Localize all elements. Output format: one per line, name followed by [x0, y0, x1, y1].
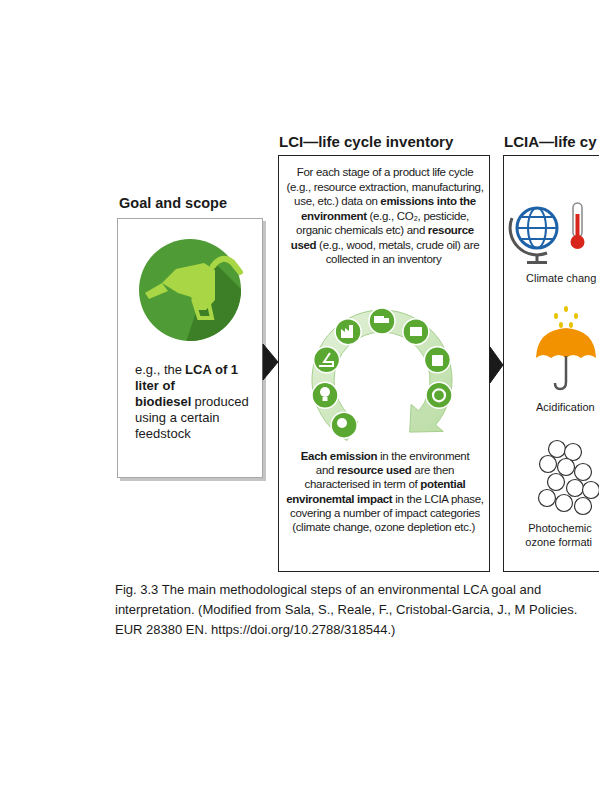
text-group: Photochemic ozone formati	[523, 521, 597, 549]
climate-change-icon	[517, 208, 557, 248]
life-cycle-stage-icon	[410, 327, 422, 336]
life-cycle-stage-icon	[314, 347, 340, 373]
box-heading: LCIA—life cy	[504, 133, 597, 150]
text-group: e.g., theLCA of 1 liter of biodieselprod…	[135, 362, 261, 442]
life-cycle-ring	[312, 310, 452, 441]
climate-change-icon	[536, 254, 539, 262]
ozone-formation-icon	[549, 441, 566, 458]
box-text: e.g., the	[135, 362, 182, 377]
acidification-icon	[536, 328, 596, 358]
ozone-formation-icon	[565, 444, 582, 461]
ozone-formation-icon	[558, 459, 575, 476]
box-text: Photochemic ozone formati	[525, 522, 592, 548]
acidification-icon	[574, 313, 578, 319]
figure-caption: Fig. 3.3 The main methodological steps o…	[115, 580, 599, 640]
life-cycle-stage-icon	[312, 382, 338, 408]
ozone-formation-icon	[539, 490, 556, 507]
acidification-icon	[569, 322, 573, 328]
box-text: Acidification	[536, 401, 595, 413]
climate-change-icon	[571, 235, 585, 249]
phase-box: LCI—life cycle inventoryFor each stage o…	[278, 155, 490, 572]
ozone-formation-icon	[548, 474, 565, 491]
box-text: (e.g., wood, metals, crude oil) are coll…	[319, 239, 479, 266]
text-group: For each stage of a product life cycle (…	[286, 165, 484, 267]
acidification-icon	[555, 356, 566, 389]
flow-arrow	[490, 347, 503, 383]
box-heading: LCI—life cycle inventory	[279, 133, 453, 150]
life-cycle-stage-icon	[320, 387, 330, 397]
life-cycle-stage-icon	[432, 355, 443, 366]
phase-box: LCIA—life cyClimate changAcidificationPh…	[503, 155, 599, 572]
acidification-icon	[536, 306, 596, 389]
life-cycle-stage-icon	[337, 418, 347, 428]
climate-change-icon	[527, 261, 547, 264]
life-cycle-stage-icon	[424, 347, 450, 373]
acidification-icon	[559, 322, 563, 328]
life-cycle-stage-icon	[323, 397, 328, 401]
ozone-formation-icon	[567, 480, 584, 497]
life-cycle-ring	[312, 310, 452, 441]
climate-change-icon	[573, 203, 582, 237]
life-cycle-stage-icon	[426, 382, 452, 408]
life-cycle-stage-icon	[433, 389, 445, 401]
fuel-nozzle-icon	[162, 263, 215, 310]
climate-change-icon	[521, 238, 553, 240]
box-text: Climate chang	[526, 272, 596, 284]
ozone-formation-icon	[556, 495, 573, 512]
flow-arrow	[263, 344, 278, 380]
ozone-formation-icon	[540, 456, 557, 473]
fuel-nozzle-icon	[213, 259, 240, 272]
fuel-nozzle-icon	[145, 283, 168, 299]
acidification-icon	[564, 306, 568, 312]
life-cycle-stage-icon	[403, 319, 429, 345]
ozone-formation-icon	[575, 464, 592, 481]
life-cycle-stage-icon	[369, 308, 395, 334]
life-cycle-stage-icon	[341, 325, 353, 338]
fuel-nozzle-icon	[139, 239, 241, 341]
climate-change-icon	[510, 203, 584, 264]
box-text: resource used	[337, 464, 412, 476]
text-group: Acidification	[536, 400, 599, 414]
fuel-nozzle-icon	[139, 239, 260, 360]
text-group: Goal and scope	[119, 194, 319, 212]
box-heading: Goal and scope	[119, 195, 227, 211]
ozone-formation-icon	[539, 441, 599, 515]
climate-change-icon	[517, 227, 557, 229]
life-cycle-stage-icon	[384, 318, 389, 323]
life-cycle-stage-icon	[312, 308, 452, 438]
life-cycle-stage-icon	[331, 412, 357, 438]
ozone-formation-icon	[575, 498, 592, 515]
climate-change-icon	[576, 214, 580, 238]
climate-change-icon	[521, 216, 553, 218]
life-cycle-stage-icon	[374, 316, 384, 323]
text-group: LCI—life cycle inventory	[279, 133, 539, 151]
box-text: Each emission	[301, 450, 378, 462]
text-group: Each emissionin the environment andresou…	[286, 449, 484, 534]
life-cycle-stage-icon	[335, 319, 361, 345]
scope-box: Goal and scopee.g., theLCA of 1 liter of…	[117, 218, 263, 478]
fuel-nozzle-icon	[180, 262, 260, 360]
acidification-icon	[554, 313, 558, 319]
ozone-formation-icon	[583, 482, 599, 499]
life-cycle-stage-icon	[319, 353, 333, 366]
text-group: Climate chang	[526, 271, 599, 285]
text-group: LCIA—life cy	[504, 133, 599, 151]
climate-change-icon	[528, 208, 546, 248]
climate-change-icon	[510, 218, 547, 255]
fuel-nozzle-icon	[193, 299, 212, 318]
